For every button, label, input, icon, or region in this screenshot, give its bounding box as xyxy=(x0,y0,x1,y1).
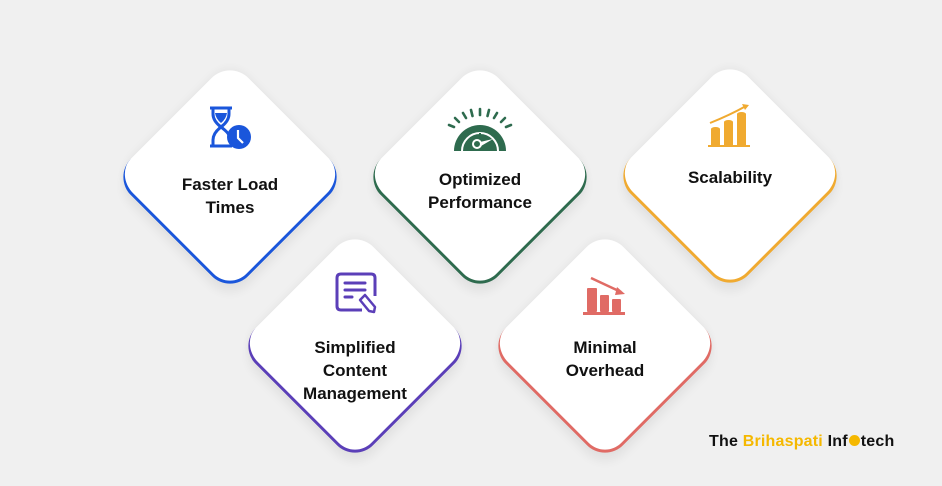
card-label: Optimized Performance xyxy=(428,170,532,212)
card-faster-load-times: Faster Load Times xyxy=(112,59,348,295)
card-scalability: Scalability xyxy=(612,58,848,294)
card-label: Scalability xyxy=(687,168,773,187)
brand-text-the: The xyxy=(709,433,743,450)
card-optimized-performance: Optimized Performance xyxy=(362,59,598,295)
card-simplified-content-management: Simplified Content Management xyxy=(237,228,473,464)
speedometer-icon xyxy=(445,106,515,154)
brand-text-tech: tech xyxy=(860,433,895,450)
card-label: Faster Load Times xyxy=(181,175,279,217)
brand-text-inf: Inf xyxy=(822,433,848,450)
globe-icon xyxy=(848,435,860,447)
document-edit-icon xyxy=(327,270,383,318)
decline-bar-chart-icon xyxy=(577,270,633,318)
card-label: Simplified Content Management xyxy=(303,338,407,403)
hourglass-clock-icon xyxy=(202,104,258,152)
card-minimal-overhead: Minimal Overhead xyxy=(487,228,723,464)
growth-bar-chart-icon xyxy=(702,101,758,149)
card-label: Minimal Overhead xyxy=(565,338,645,380)
brand-text-brihaspati: Brihaspati xyxy=(742,433,823,450)
